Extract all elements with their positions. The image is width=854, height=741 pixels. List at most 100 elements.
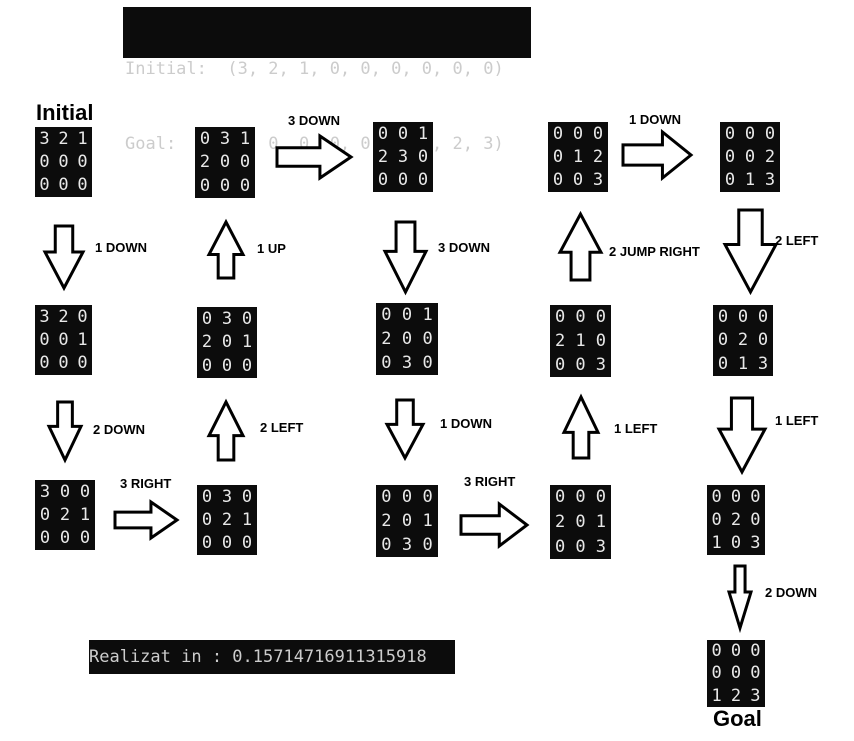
grid-cell: 0 [221,356,233,377]
grid-cell: 0 [552,170,564,191]
grid-cell: 0 [717,330,729,351]
grid-cell: 0 [39,353,50,374]
grid-cell: 0 [724,170,736,191]
grid-cell: 0 [221,533,233,554]
grid-cell: 0 [201,308,213,329]
grid-cell: 0 [555,307,566,327]
grid-cell: 0 [730,641,742,662]
arrow-up-icon [206,398,246,462]
grid-cell: 1 [77,329,88,350]
grid-cell: 2 [201,332,213,353]
grid-cell: 0 [552,146,564,167]
grid-cell: 0 [241,356,253,377]
grid-cell: 3 [221,486,233,507]
initial-state-line: Initial: (3, 2, 1, 0, 0, 0, 0, 0, 0) [125,59,504,79]
grid-cell: 0 [77,175,88,196]
grid-cell: 0 [737,306,749,327]
grid-cell: 0 [241,533,253,554]
grid-cell: 0 [199,176,211,197]
grid-cell: 0 [572,123,584,144]
move-label-9: 1 LEFT [614,421,658,436]
move-label-5: 3 DOWN [288,113,340,128]
arrow-down-icon [716,396,768,476]
grid-cell: 0 [750,486,761,507]
grid-cell: 0 [422,487,433,507]
grid-cell: 0 [575,511,586,532]
grid-cell: 0 [592,123,604,144]
grid-cell: 2 [221,509,233,530]
grid-cell: 0 [724,146,736,167]
grid-cell: 0 [79,528,91,549]
grid-cell: 0 [201,486,213,507]
grid-cell: 3 [764,170,776,191]
grid-cell: 0 [58,175,69,196]
grid-cell: 0 [377,123,389,144]
grid-cell: 1 [241,332,253,353]
grid-cell: 0 [555,487,566,508]
grid-cell: 1 [744,170,756,191]
grid-cell: 0 [750,663,761,684]
arrow-down-icon [722,208,779,296]
move-label-6: 3 DOWN [438,240,490,255]
grid-cell: 3 [401,353,413,373]
grid-cell: 0 [239,152,251,173]
grid-cell: 1 [737,354,749,375]
move-label-12: 2 LEFT [775,233,819,248]
grid-cell: 0 [711,509,722,530]
grid-cell: 1 [595,511,606,532]
grid-cell: 0 [77,151,88,172]
move-label-14: 2 DOWN [765,585,817,600]
grid-cell: 0 [422,329,433,349]
grid-cell: 0 [575,487,586,508]
grid-cell: 0 [201,509,213,530]
arrow-down-icon [382,220,429,296]
grid-cell: 0 [730,533,742,554]
grid-cell: 2 [199,152,211,173]
grid-cell: 3 [397,146,409,167]
grid-cell: 3 [750,685,761,706]
grid-cell: 2 [730,509,742,530]
arrow-down-icon [384,398,426,462]
grid-cell: 2 [730,685,742,706]
grid-cell: 2 [555,511,566,532]
grid-cell: 2 [737,330,749,351]
grid-cell: 1 [422,511,433,531]
grid-cell: 3 [595,536,606,557]
grid-cell: 0 [381,353,392,373]
grid-cell: 0 [417,146,429,167]
grid-cell: 0 [397,123,409,144]
grid-cell: 0 [575,307,586,327]
grid-cell: 2 [381,511,392,531]
arrow-right-icon [459,500,530,550]
grid-cell: 0 [39,175,50,196]
grid-cell: 0 [39,528,51,549]
grid-cell: 0 [595,331,606,351]
grid-cell: 0 [239,176,251,197]
grid-cell: 1 [711,685,722,706]
move-label-4: 1 UP [257,241,286,256]
grid-cell: 0 [79,481,91,502]
grid-cell: 0 [575,536,586,557]
grid-cell: 0 [555,355,566,375]
initial-title: Initial [36,100,94,125]
grid-cell: 0 [221,332,233,353]
grid-cell: 2 [58,128,69,149]
grid-cell: 1 [241,509,253,530]
grid-cell: 3 [757,354,769,375]
grid-cell: 0 [39,151,50,172]
grid-cell: 3 [592,170,604,191]
grid-cell: 0 [58,329,69,350]
grid-cell: 0 [201,356,213,377]
move-label-8: 3 RIGHT [464,474,516,489]
grid-cell: 0 [241,308,253,329]
grid-cell: 0 [595,487,606,508]
